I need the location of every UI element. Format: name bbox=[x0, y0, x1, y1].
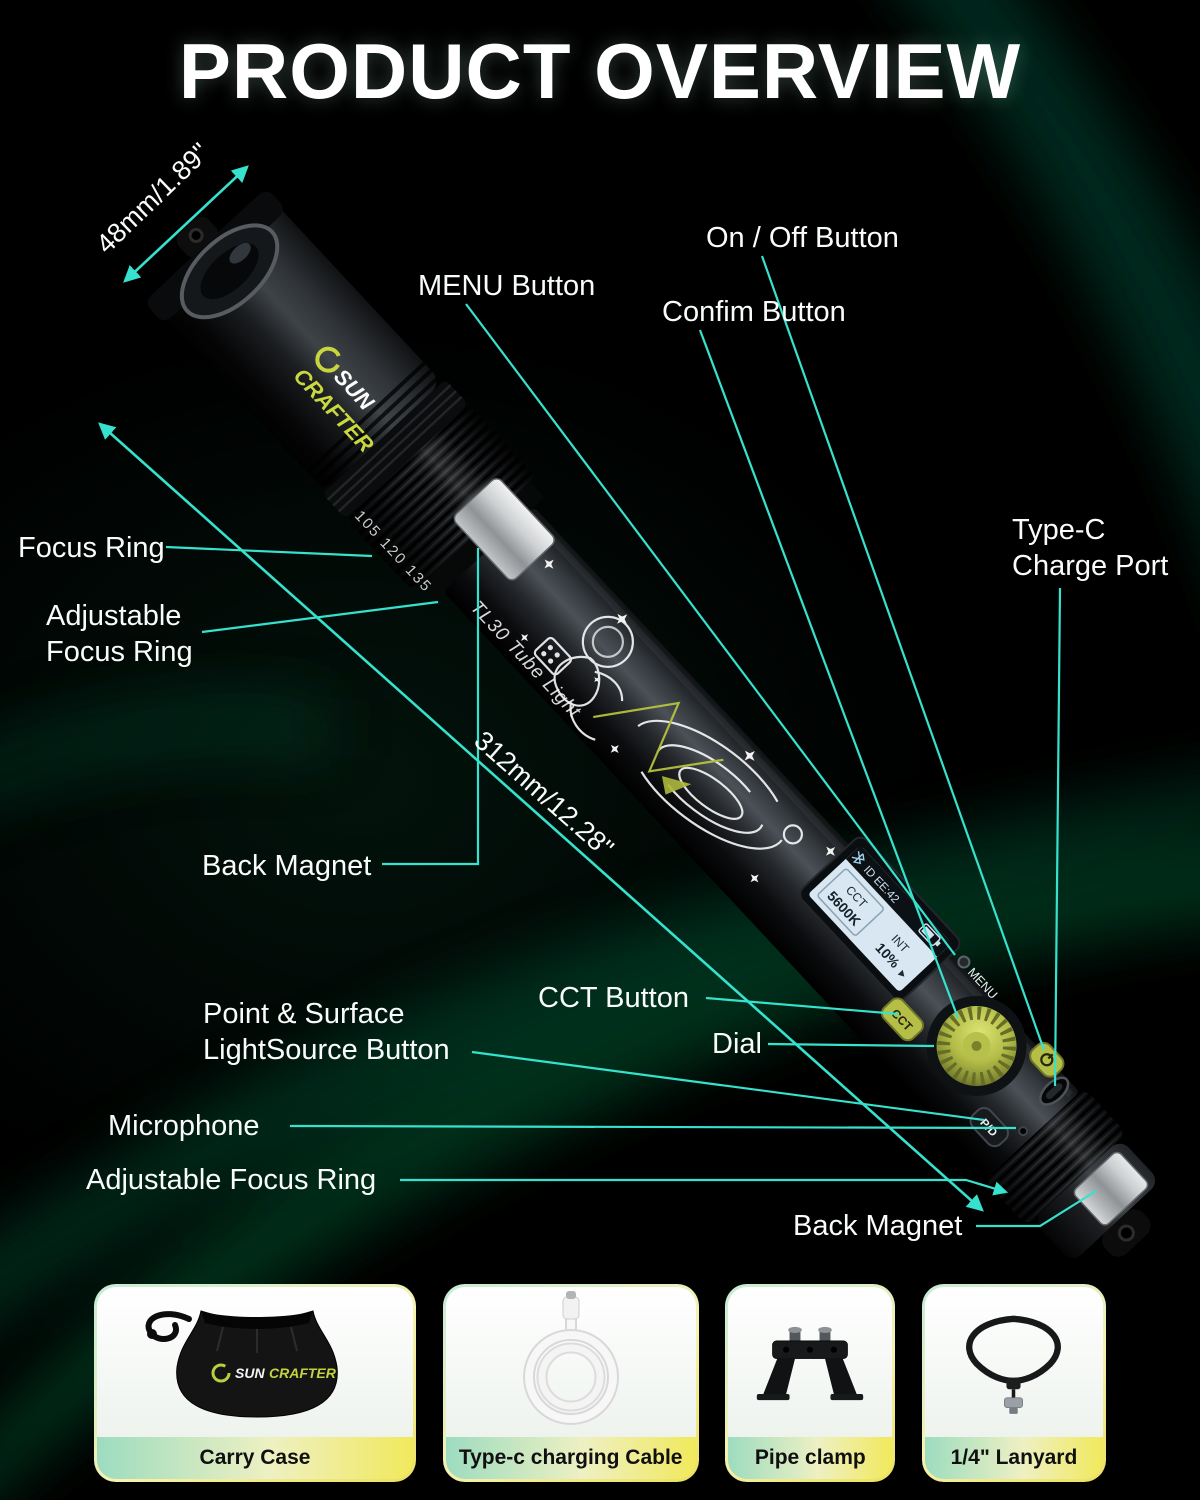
callout-adjustable-focus-ring: Adjustable Focus Ring bbox=[46, 600, 193, 669]
pouch-brand-crafter: CRAFTER bbox=[269, 1365, 337, 1381]
accessory-label: 1/4" Lanyard bbox=[924, 1437, 1103, 1479]
pipe-clamp-image bbox=[728, 1287, 893, 1437]
pouch-brand-sun: SUN bbox=[235, 1365, 265, 1381]
carry-case-image: SUN CRAFTER bbox=[97, 1287, 413, 1437]
accessories-row: SUN CRAFTER Carry Case bbox=[94, 1284, 1106, 1482]
callout-on-off-button: On / Off Button bbox=[706, 222, 899, 254]
accessory-card-charging-cable: Type-c charging Cable bbox=[442, 1284, 699, 1482]
dimension-arrows bbox=[98, 165, 984, 1212]
back-magnet-bottom-plate bbox=[1073, 1151, 1149, 1226]
type-c-port bbox=[1039, 1076, 1070, 1106]
lanyard-connector bbox=[1004, 1396, 1024, 1408]
length-arrow bbox=[98, 422, 984, 1212]
callout-back-magnet-bottom: Back Magnet bbox=[793, 1210, 963, 1242]
callout-focus-ring: Focus Ring bbox=[18, 532, 165, 564]
page-title: PRODUCT OVERVIEW bbox=[178, 27, 1022, 115]
line-adjustable-focus-ring-bottom bbox=[400, 1178, 1009, 1196]
thumb-screws bbox=[788, 1326, 833, 1341]
diameter-arrow bbox=[123, 165, 249, 283]
lanyard-bead bbox=[1006, 1377, 1022, 1389]
pouch-brand-logo: SUN CRAFTER bbox=[211, 1363, 337, 1383]
brand-logo-icon bbox=[315, 346, 342, 373]
accessory-card-lanyard: 1/4" Lanyard bbox=[921, 1284, 1106, 1482]
line-type-c bbox=[1053, 587, 1062, 1087]
callout-adjustable-focus-ring-bottom: Adjustable Focus Ring bbox=[86, 1164, 377, 1196]
accessory-label: Carry Case bbox=[97, 1437, 413, 1479]
pouch-logo-icon bbox=[211, 1363, 231, 1383]
callout-menu-button: MENU Button bbox=[418, 270, 596, 302]
usb-connector bbox=[562, 1296, 580, 1320]
callout-point-surface-button: Point & Surface LightSource Button bbox=[203, 998, 450, 1067]
carry-case-pouch: SUN CRAFTER bbox=[145, 1310, 338, 1418]
charging-cable-image bbox=[445, 1287, 696, 1437]
accessory-label: Pipe clamp bbox=[728, 1437, 893, 1479]
pipe-clamp bbox=[757, 1326, 864, 1401]
tail-lanyard-hole bbox=[1117, 1224, 1135, 1242]
callout-confirm-button: Confim Button bbox=[662, 296, 846, 328]
lanyard bbox=[966, 1315, 1062, 1414]
line-back-magnet-bottom bbox=[976, 1190, 1097, 1228]
line-adjustable-focus-ring bbox=[201, 600, 439, 634]
accessory-card-carry-case: SUN CRAFTER Carry Case bbox=[94, 1284, 416, 1482]
tail-section bbox=[988, 1092, 1156, 1259]
accessory-card-pipe-clamp: Pipe clamp bbox=[725, 1284, 896, 1482]
callout-back-magnet-top: Back Magnet bbox=[202, 850, 372, 882]
lanyard-image bbox=[924, 1287, 1103, 1437]
usb-tip bbox=[565, 1291, 576, 1299]
microphone-hole bbox=[1018, 1126, 1029, 1137]
accessory-label: Type-c charging Cable bbox=[445, 1437, 696, 1479]
line-focus-ring bbox=[165, 545, 373, 558]
usb-cable bbox=[522, 1291, 619, 1425]
quarter-inch-screw bbox=[1009, 1407, 1019, 1414]
callout-dial: Dial bbox=[712, 1028, 762, 1060]
callout-microphone: Microphone bbox=[108, 1110, 260, 1142]
callout-cct-button: CCT Button bbox=[538, 982, 689, 1014]
callout-type-c-port: Type-C Charge Port bbox=[1012, 514, 1169, 583]
